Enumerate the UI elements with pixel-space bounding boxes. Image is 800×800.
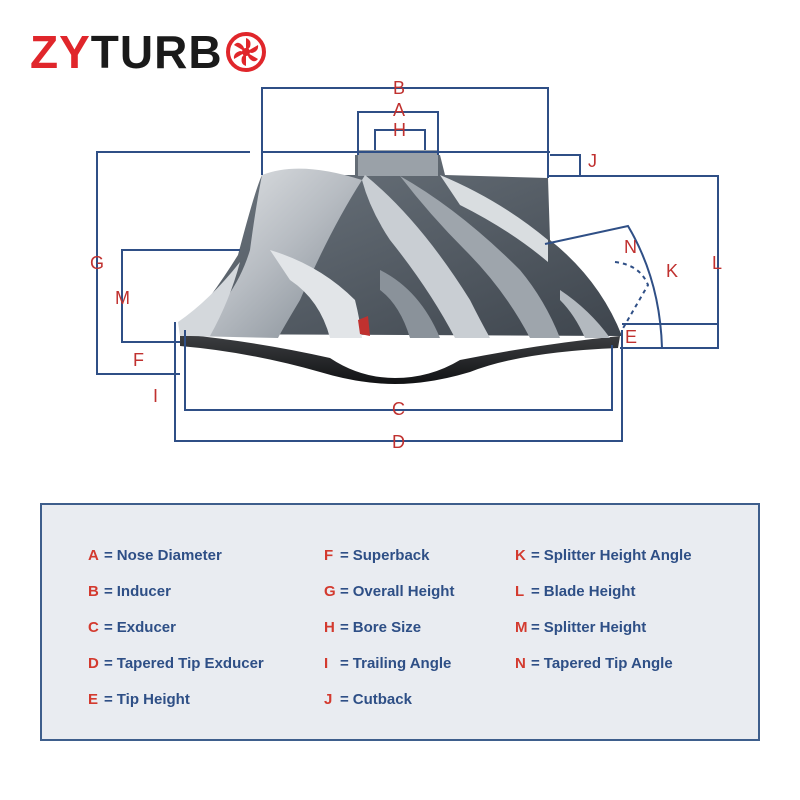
legend-key: J — [324, 691, 333, 708]
dimension-letter-a: A — [393, 100, 405, 120]
legend-equals: = — [340, 655, 349, 672]
legend-item: J =Cutback — [324, 691, 454, 727]
dimension-letter-n: N — [624, 237, 637, 257]
legend-equals: = — [531, 655, 540, 672]
compressor-wheel-diagram: B A H J G M F I C D E N K L — [90, 78, 722, 452]
logo-text-zy: ZY — [30, 26, 91, 78]
legend-item: M=Splitter Height — [515, 619, 692, 655]
dimension-letters: B A H J G M F I C D E N K L — [90, 78, 722, 452]
legend-item: G=Overall Height — [324, 583, 454, 619]
legend-label: Trailing Angle — [352, 655, 452, 672]
legend-key: M — [515, 619, 528, 636]
legend-key: N — [515, 655, 526, 672]
dimension-letter-j: J — [588, 151, 597, 171]
legend-key: B — [88, 583, 99, 600]
legend-item: K =Splitter Height Angle — [515, 547, 692, 583]
legend-label: Tapered Tip Exducer — [116, 655, 264, 672]
legend-item: I =Trailing Angle — [324, 655, 454, 691]
legend-label: Bore Size — [352, 619, 422, 636]
legend-equals: = — [104, 547, 113, 564]
legend-equals: = — [104, 691, 113, 708]
legend-label: Splitter Height — [543, 619, 647, 636]
legend-item: N =Tapered Tip Angle — [515, 655, 692, 691]
dimension-letter-g: G — [90, 253, 104, 273]
legend-equals: = — [104, 583, 113, 600]
legend-label: Tip Height — [116, 691, 190, 708]
legend-column-1: A=Nose Diameter B=Inducer C=Exducer D=Ta… — [88, 547, 264, 727]
legend-item: B =Inducer — [88, 583, 264, 619]
dimension-letter-b: B — [393, 78, 405, 98]
dimension-lines — [96, 87, 719, 442]
legend-equals: = — [531, 619, 540, 636]
legend-label: Cutback — [352, 691, 412, 708]
dimension-letter-i: I — [153, 386, 158, 406]
legend-key: H — [324, 619, 335, 636]
legend-key: I — [324, 655, 329, 672]
legend-key: E — [88, 691, 99, 708]
legend-equals: = — [340, 583, 349, 600]
legend-item: L =Blade Height — [515, 583, 692, 619]
brand-logo: ZY TURB — [30, 22, 267, 82]
legend-equals: = — [104, 655, 113, 672]
legend-key: A — [88, 547, 99, 564]
legend-item: C =Exducer — [88, 619, 264, 655]
legend-label: Splitter Height Angle — [543, 547, 692, 564]
compressor-wheel — [178, 150, 622, 384]
dimension-letter-f: F — [133, 350, 144, 370]
legend-label: Blade Height — [543, 583, 636, 600]
legend-item: H =Bore Size — [324, 619, 454, 655]
legend-item: F =Superback — [324, 547, 454, 583]
legend-item: A =Nose Diameter — [88, 547, 264, 583]
turbine-wheel-icon — [225, 32, 266, 72]
legend-item: D =Tapered Tip Exducer — [88, 655, 264, 691]
legend-label: Nose Diameter — [116, 547, 222, 564]
legend-equals: = — [340, 619, 349, 636]
legend-equals: = — [340, 547, 349, 564]
dimension-letter-m: M — [115, 288, 130, 308]
legend-equals: = — [104, 619, 113, 636]
legend-column-2: F=Superback G=Overall Height H=Bore Size… — [324, 547, 454, 727]
legend-key: C — [88, 619, 99, 636]
legend-label: Exducer — [116, 619, 176, 636]
legend-label: Overall Height — [352, 583, 455, 600]
legend-key: K — [515, 547, 526, 564]
legend-panel: A=Nose Diameter B=Inducer C=Exducer D=Ta… — [40, 503, 760, 741]
dimension-letter-c: C — [392, 399, 405, 419]
logo-text-turb: TURB — [90, 26, 223, 78]
legend-equals: = — [531, 547, 540, 564]
legend-item: E =Tip Height — [88, 691, 264, 727]
legend-key: L — [515, 583, 525, 600]
legend-column-3: K=Splitter Height Angle L=Blade Height M… — [515, 547, 692, 691]
dimension-letter-k: K — [666, 261, 678, 281]
legend-equals: = — [531, 583, 540, 600]
dimension-letter-d: D — [392, 432, 405, 452]
dimension-letter-l: L — [712, 253, 722, 273]
legend-equals: = — [340, 691, 349, 708]
legend-label: Superback — [352, 547, 430, 564]
dimension-letter-h: H — [393, 120, 406, 140]
legend-label: Tapered Tip Angle — [543, 655, 673, 672]
legend-label: Inducer — [116, 583, 171, 600]
legend-key: G — [324, 583, 336, 600]
dimension-letter-e: E — [625, 327, 637, 347]
legend-key: D — [88, 655, 99, 672]
legend-key: F — [324, 547, 334, 564]
